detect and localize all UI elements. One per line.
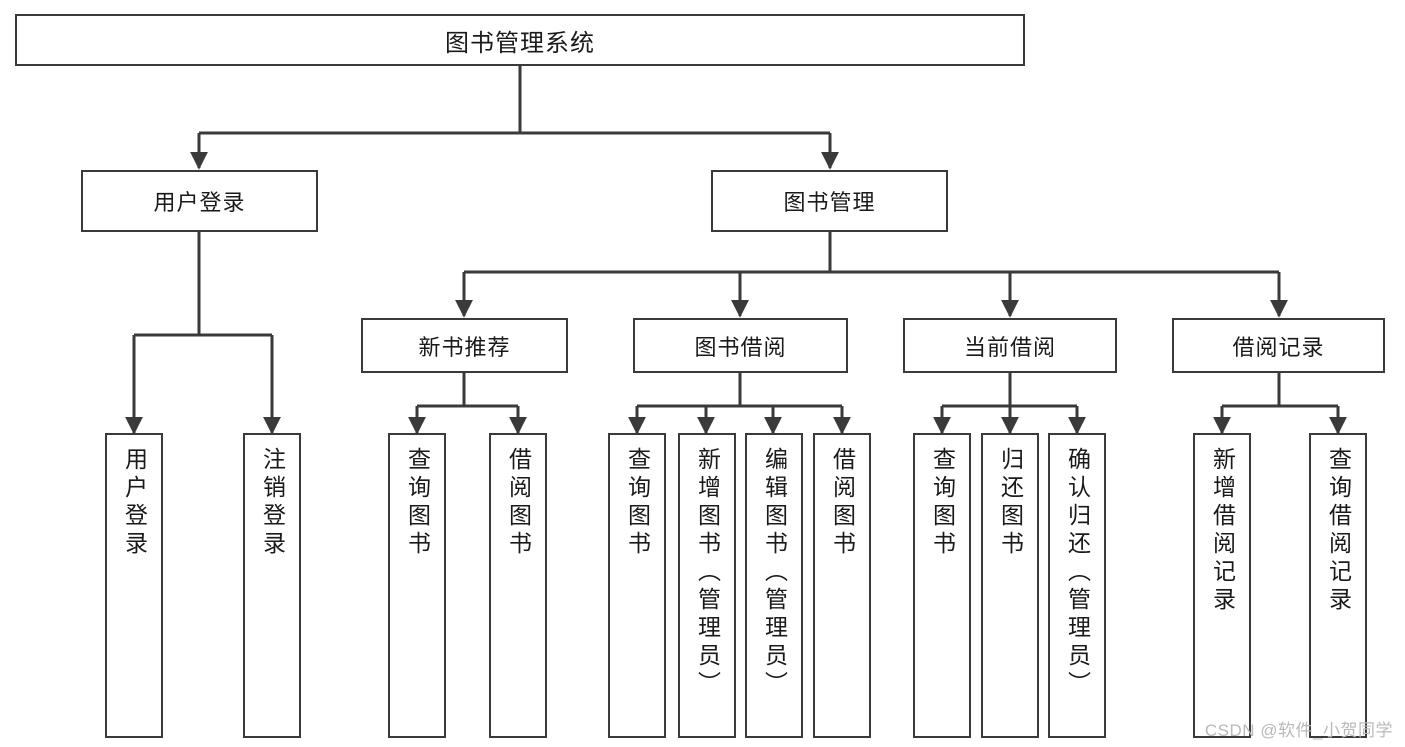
- node-current-borrow[interactable]: 当前借阅: [903, 318, 1117, 373]
- node-book-management[interactable]: 图书管理: [711, 170, 948, 232]
- leaf-label: 新增图书（管理员）: [694, 447, 721, 699]
- leaf-record-add-record[interactable]: 新增借阅记录: [1193, 433, 1251, 738]
- node-book-borrow-label: 图书借阅: [694, 334, 787, 360]
- leaf-label: 借阅图书: [829, 447, 856, 559]
- leaf-record-query-record[interactable]: 查询借阅记录: [1309, 433, 1367, 738]
- node-user-login[interactable]: 用户登录: [81, 170, 318, 232]
- node-new-book-recommend[interactable]: 新书推荐: [361, 318, 568, 373]
- leaf-recommend-query-book[interactable]: 查询图书: [388, 433, 446, 738]
- leaf-label: 查询图书: [624, 447, 651, 559]
- leaf-label: 查询图书: [404, 447, 431, 559]
- leaf-label: 确认归还（管理员）: [1064, 447, 1091, 699]
- leaf-recommend-borrow-book[interactable]: 借阅图书: [489, 433, 547, 738]
- leaf-label: 查询借阅记录: [1325, 447, 1352, 615]
- leaf-label: 归还图书: [997, 447, 1024, 559]
- node-new-book-recommend-label: 新书推荐: [418, 334, 511, 360]
- node-current-borrow-label: 当前借阅: [963, 334, 1056, 360]
- leaf-label: 编辑图书（管理员）: [761, 447, 788, 699]
- node-root-label: 图书管理系统: [445, 29, 595, 57]
- leaf-label: 查询图书: [929, 447, 956, 559]
- leaf-current-return-book[interactable]: 归还图书: [981, 433, 1039, 738]
- node-book-borrow[interactable]: 图书借阅: [633, 318, 848, 373]
- node-root[interactable]: 图书管理系统: [15, 14, 1025, 66]
- leaf-label: 新增借阅记录: [1209, 447, 1236, 615]
- node-book-management-label: 图书管理: [783, 190, 876, 215]
- leaf-user-login-signin[interactable]: 用户登录: [105, 433, 163, 738]
- leaf-label: 注销登录: [259, 447, 286, 559]
- watermark-text: CSDN @软件_小贺同学: [1204, 721, 1393, 740]
- leaf-current-confirm-return-admin[interactable]: 确认归还（管理员）: [1048, 433, 1106, 738]
- leaf-borrow-borrow-book[interactable]: 借阅图书: [813, 433, 871, 738]
- node-user-login-label: 用户登录: [153, 190, 246, 215]
- leaf-borrow-add-book-admin[interactable]: 新增图书（管理员）: [678, 433, 736, 738]
- leaf-label: 借阅图书: [505, 447, 532, 559]
- node-borrow-record-label: 借阅记录: [1232, 334, 1325, 360]
- leaf-borrow-query-book[interactable]: 查询图书: [608, 433, 666, 738]
- leaf-user-login-signout[interactable]: 注销登录: [243, 433, 301, 738]
- leaf-label: 用户登录: [121, 447, 148, 559]
- node-borrow-record[interactable]: 借阅记录: [1172, 318, 1385, 373]
- leaf-borrow-edit-book-admin[interactable]: 编辑图书（管理员）: [745, 433, 803, 738]
- leaf-current-query-book[interactable]: 查询图书: [913, 433, 971, 738]
